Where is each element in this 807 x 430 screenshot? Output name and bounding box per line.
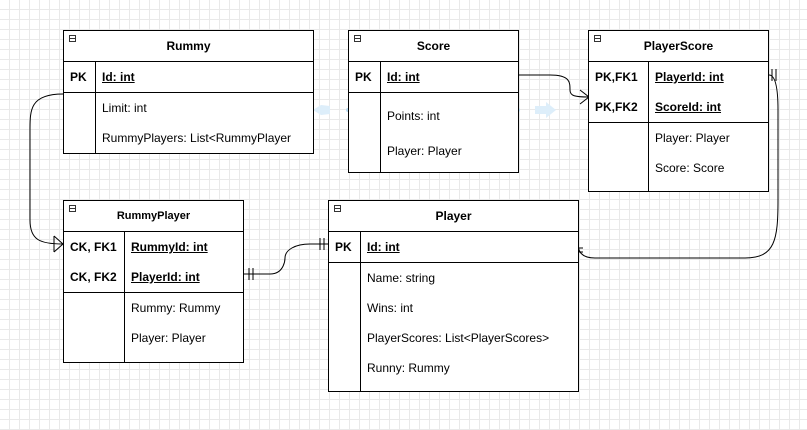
attribute-field[interactable]: Points: int <box>387 108 440 123</box>
key-section: PK,FK1 PK,FK2 PlayerId: int ScoreId: int <box>589 62 768 123</box>
attribute-section: Points: int Player: Player <box>349 93 518 172</box>
key-column: PK <box>64 62 96 92</box>
entity-player-score[interactable]: PlayerScore PK,FK1 PK,FK2 PlayerId: int … <box>588 30 769 192</box>
key-field[interactable]: Id: int <box>102 70 135 84</box>
attribute-section: Name: string Wins: int PlayerScores: Lis… <box>329 263 578 391</box>
attribute-section: Limit: int RummyPlayers: List<RummyPlaye… <box>64 93 313 153</box>
key-label: CK, FK2 <box>70 270 117 284</box>
entity-header: Score <box>349 31 518 62</box>
entity-title: PlayerScore <box>643 39 714 53</box>
entity-header: Player <box>329 201 578 232</box>
attribute-field[interactable]: Player: Player <box>131 331 206 345</box>
collapse-icon[interactable] <box>69 205 76 212</box>
attribute-field[interactable]: Wins: int <box>367 301 414 315</box>
attribute-fields: Player: Player Score: Score <box>649 123 768 191</box>
attribute-fields: Limit: int RummyPlayers: List<RummyPlaye… <box>96 93 313 153</box>
key-column: PK <box>329 232 361 262</box>
attribute-field[interactable]: RummyPlayers: List<RummyPlayer <box>102 131 292 145</box>
entity-rummy-player[interactable]: RummyPlayer CK, FK1 CK, FK2 RummyId: int… <box>63 200 244 363</box>
rel-rummyplayer-player <box>243 243 329 275</box>
entity-title: Player <box>435 209 472 223</box>
attribute-field[interactable]: PlayerScores: List<PlayerScores> <box>367 331 550 345</box>
entity-title: RummyPlayer <box>116 210 191 222</box>
attribute-field[interactable]: Name: string <box>367 271 436 285</box>
entity-header: PlayerScore <box>589 31 768 62</box>
key-field[interactable]: Id: int <box>387 70 420 84</box>
attribute-field[interactable]: Runny: Rummy <box>367 361 450 375</box>
entity-header: Rummy <box>64 31 313 62</box>
key-field[interactable]: PlayerId: int <box>655 70 724 84</box>
collapse-icon[interactable] <box>334 205 341 212</box>
key-label: PK <box>70 70 87 84</box>
key-label: PK <box>355 70 372 84</box>
key-label: PK,FK2 <box>595 100 638 114</box>
key-section: PK Id: int <box>329 232 578 263</box>
rel-rummy-rummyplayer <box>29 93 64 245</box>
attribute-key-column <box>589 123 649 191</box>
attribute-key-column <box>349 93 381 172</box>
collapse-icon[interactable] <box>69 35 76 42</box>
key-field[interactable]: RummyId: int <box>131 240 208 254</box>
attribute-key-column <box>329 263 361 391</box>
one-mark-playerscore <box>771 69 777 81</box>
entity-header: RummyPlayer <box>64 201 243 232</box>
key-fields: Id: int <box>361 232 578 262</box>
one-mark-rummyplayer <box>248 268 254 280</box>
key-label: PK <box>335 240 352 254</box>
rel-player-playerscore <box>577 74 779 259</box>
key-label: CK, FK1 <box>70 240 117 254</box>
attribute-field[interactable]: Rummy: Rummy <box>131 301 221 315</box>
hint-arrow-right <box>535 102 556 118</box>
entity-score[interactable]: Score PK Id: int Points: int Player: Pla… <box>348 30 519 173</box>
hint-arrow-left <box>313 105 330 115</box>
collapse-icon[interactable] <box>594 35 601 42</box>
key-label: PK,FK1 <box>595 70 638 84</box>
rel-score-playerscore <box>518 74 590 98</box>
key-column: CK, FK1 CK, FK2 <box>64 232 125 292</box>
key-fields: Id: int <box>96 62 313 92</box>
attribute-field[interactable]: Limit: int <box>102 101 147 115</box>
key-section: CK, FK1 CK, FK2 RummyId: int PlayerId: i… <box>64 232 243 293</box>
one-mark-player <box>319 238 325 250</box>
attribute-key-column <box>64 293 125 362</box>
key-fields: PlayerId: int ScoreId: int <box>649 62 768 122</box>
key-section: PK Id: int <box>349 62 518 93</box>
attribute-fields: Points: int Player: Player <box>381 93 518 172</box>
attribute-section: Player: Player Score: Score <box>589 123 768 191</box>
key-fields: Id: int <box>381 62 518 92</box>
key-column: PK,FK1 PK,FK2 <box>589 62 649 122</box>
attribute-fields: Rummy: Rummy Player: Player <box>125 293 243 362</box>
key-section: PK Id: int <box>64 62 313 93</box>
entity-player[interactable]: Player PK Id: int Name: string Wins: int… <box>328 200 579 392</box>
entity-rummy[interactable]: Rummy PK Id: int Limit: int RummyPlayers… <box>63 30 314 154</box>
attribute-section: Rummy: Rummy Player: Player <box>64 293 243 362</box>
key-fields: RummyId: int PlayerId: int <box>125 232 243 292</box>
attribute-key-column <box>64 93 96 153</box>
attribute-fields: Name: string Wins: int PlayerScores: Lis… <box>361 263 578 391</box>
attribute-field[interactable]: Player: Player <box>387 143 462 158</box>
key-field[interactable]: Id: int <box>367 240 400 254</box>
entity-title: Score <box>416 39 451 53</box>
key-column: PK <box>349 62 381 92</box>
key-field[interactable]: PlayerId: int <box>131 270 200 284</box>
attribute-field[interactable]: Score: Score <box>655 161 725 175</box>
collapse-icon[interactable] <box>354 35 361 42</box>
entity-title: Rummy <box>166 39 211 53</box>
attribute-field[interactable]: Player: Player <box>655 131 730 145</box>
key-field[interactable]: ScoreId: int <box>655 100 722 114</box>
